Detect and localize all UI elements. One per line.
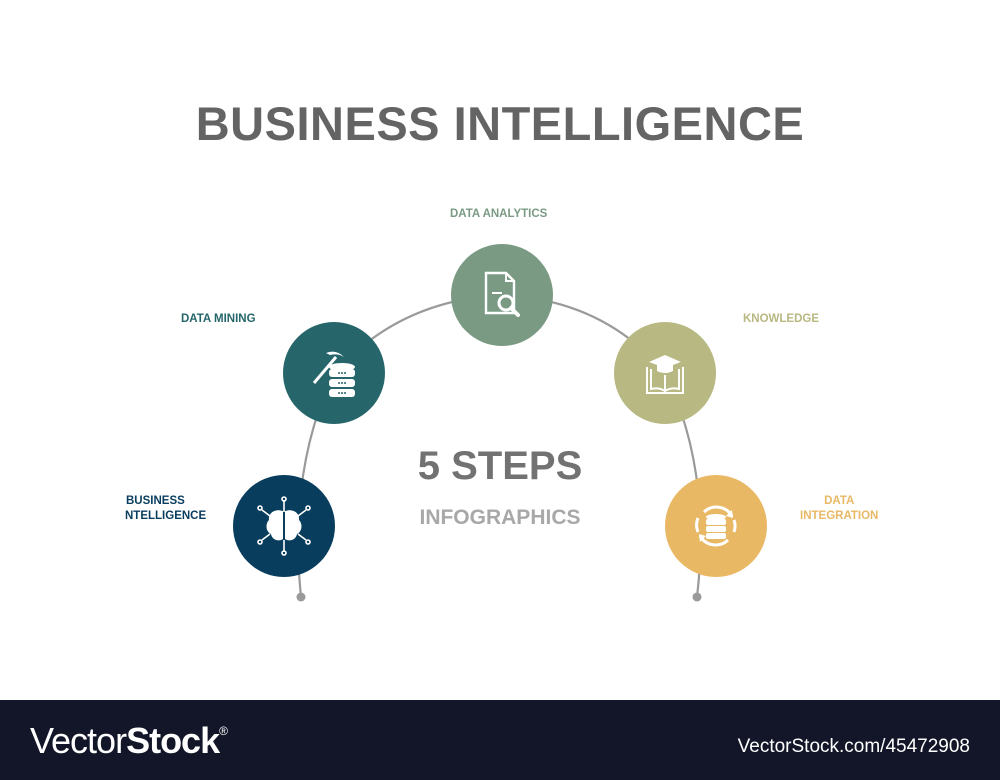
step-circle-knowledge xyxy=(614,322,716,424)
registered-mark: ® xyxy=(219,724,228,738)
logo-light-text: Vector xyxy=(30,720,127,761)
pickaxe-database-icon xyxy=(312,351,355,397)
step-circle-business-intelligence xyxy=(233,475,335,577)
step-circle-data-integration xyxy=(665,475,767,577)
label-line: NTELLIGENCE xyxy=(125,510,207,522)
database-sync-icon xyxy=(695,505,737,547)
step-label-data-mining: DATA MINING xyxy=(181,313,256,325)
center-subheadline: INFOGRAPHICS xyxy=(419,506,581,529)
step-label-business-intelligence: BUSINESS NTELLIGENCE xyxy=(125,494,207,524)
vectorstock-logo: VectorStock® xyxy=(30,720,228,762)
label-line: DATA xyxy=(824,495,855,507)
document-search-icon xyxy=(484,271,520,317)
graduation-book-icon xyxy=(646,355,684,394)
center-headline: 5 STEPS xyxy=(417,444,583,488)
label-line: BUSINESS xyxy=(126,495,185,507)
step-label-data-integration: DATA INTEGRATION xyxy=(800,494,878,524)
step-label-data-analytics: DATA ANALYTICS xyxy=(450,208,548,220)
connector-arc xyxy=(296,293,702,602)
page-title: BUSINESS INTELLIGENCE xyxy=(195,97,805,150)
step-label-knowledge: KNOWLEDGE xyxy=(743,313,820,325)
image-url: VectorStock.com/45472908 xyxy=(737,736,970,757)
step-circle-data-mining xyxy=(283,322,385,424)
step-circle-data-analytics xyxy=(451,244,553,346)
footer-bar: VectorStock® VectorStock.com/45472908 xyxy=(0,700,1000,780)
logo-bold-text: Stock xyxy=(126,720,220,761)
label-line: INTEGRATION xyxy=(800,510,879,522)
brain-network-icon xyxy=(257,496,311,556)
arc-end-dot-left xyxy=(296,592,306,602)
arc-end-dot-right xyxy=(692,592,702,602)
